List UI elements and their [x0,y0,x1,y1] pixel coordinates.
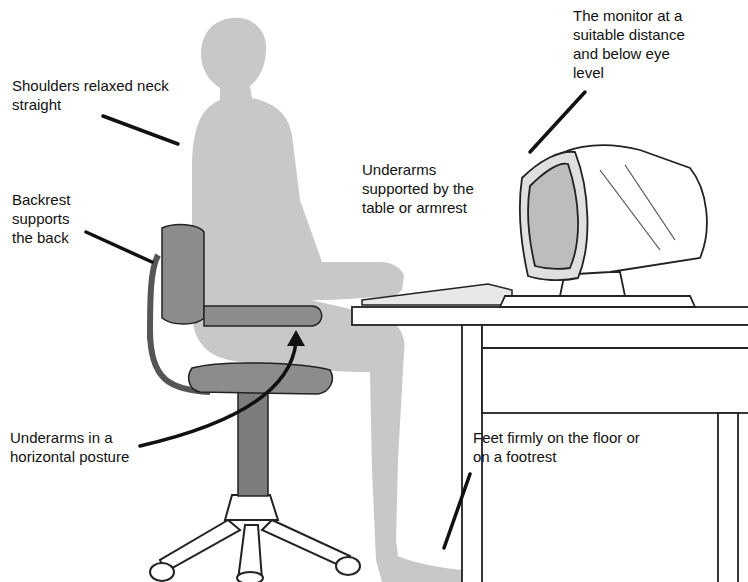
arrow-head [287,330,305,346]
keyboard [362,284,512,305]
callout-label: Shoulders relaxed neck straight [12,76,172,114]
leader-lines [86,92,585,548]
chair-base [150,495,360,582]
callout-label: Underarms in a horizontal posture [10,428,150,466]
desk [352,307,748,582]
crt-monitor [500,145,707,307]
callout-label: The monitor at a suitable distance and b… [573,6,698,82]
callout-label: Backrest supports the back [12,190,92,247]
callout-label: Underarms supported by the table or armr… [362,160,497,217]
chair-armrest [204,306,322,326]
chair-seat [189,363,333,394]
callout-label: Feet firmly on the floor or on a footres… [473,428,653,466]
